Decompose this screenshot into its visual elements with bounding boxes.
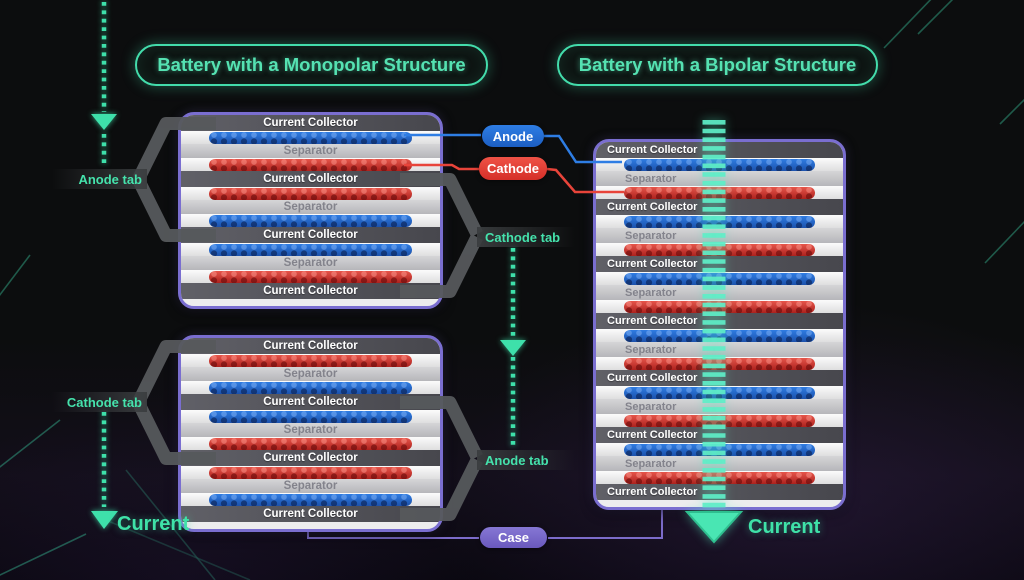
separator-band: Separator <box>596 342 843 357</box>
anode-electrode-row <box>181 410 440 423</box>
separator-band: Separator <box>181 423 440 437</box>
cathode-electrode <box>209 270 412 283</box>
cathode-electrode-row <box>596 186 843 199</box>
anode-tab-label-right: Anode tab <box>477 450 575 470</box>
cathode-electrode <box>624 243 815 256</box>
separator-band: Separator <box>181 367 440 381</box>
cathode-electrode-row <box>596 300 843 313</box>
current-arrow-top-icon <box>91 114 117 130</box>
current-collector-band: Current Collector <box>596 370 843 386</box>
separator-band: Separator <box>181 479 440 493</box>
cathode-electrode <box>209 187 412 200</box>
cathode-electrode-row <box>181 466 440 479</box>
anode-electrode-row <box>596 329 843 342</box>
anode-electrode-row <box>596 386 843 399</box>
cathode-electrode <box>209 466 412 479</box>
current-collector-band: Current Collector <box>181 450 440 466</box>
anode-electrode <box>624 158 815 171</box>
cathode-electrode-row <box>596 471 843 484</box>
current-collector-band: Current Collector <box>181 171 440 187</box>
cathode-badge: Cathode <box>479 157 547 180</box>
anode-electrode <box>209 243 412 256</box>
separator-band: Separator <box>596 456 843 471</box>
cathode-electrode <box>209 158 412 171</box>
anode-electrode <box>209 493 412 506</box>
anode-electrode <box>209 410 412 423</box>
separator-band: Separator <box>181 144 440 158</box>
anode-tab-label-left: Anode tab <box>52 169 147 189</box>
cathode-electrode <box>624 186 815 199</box>
cathode-electrode-row <box>181 270 440 283</box>
cathode-electrode-row <box>181 437 440 450</box>
anode-electrode <box>624 272 815 285</box>
anode-electrode-row <box>181 493 440 506</box>
separator-band: Separator <box>181 200 440 214</box>
cathode-tab-label-right: Cathode tab <box>477 227 575 247</box>
cathode-electrode <box>624 471 815 484</box>
anode-electrode <box>624 215 815 228</box>
cathode-electrode-row <box>181 158 440 171</box>
current-collector-band: Current Collector <box>596 313 843 329</box>
separator-band: Separator <box>596 399 843 414</box>
bipolar-current-arrowhead-icon <box>684 511 744 544</box>
current-collector-band: Current Collector <box>596 256 843 272</box>
current-collector-band: Current Collector <box>596 427 843 443</box>
anode-badge: Anode <box>482 125 544 147</box>
cathode-electrode-row <box>596 357 843 370</box>
current-arrow-bottom-icon <box>91 511 118 529</box>
cathode-electrode <box>624 357 815 370</box>
current-collector-band: Current Collector <box>596 484 843 500</box>
anode-electrode-row <box>596 272 843 285</box>
anode-electrode <box>624 329 815 342</box>
current-collector-band: Current Collector <box>181 338 440 354</box>
cathode-tab-label-left: Cathode tab <box>52 392 147 412</box>
current-collector-band: Current Collector <box>181 227 440 243</box>
anode-electrode <box>209 131 412 144</box>
anode-electrode-row <box>181 381 440 394</box>
cathode-electrode <box>209 437 412 450</box>
separator-band: Separator <box>596 285 843 300</box>
cathode-electrode-row <box>181 187 440 200</box>
current-label-monopolar: Current <box>117 513 190 535</box>
anode-electrode-row <box>181 214 440 227</box>
cathode-electrode <box>624 300 815 313</box>
current-arrow-middle-icon <box>500 340 526 356</box>
anode-electrode <box>624 386 815 399</box>
separator-band: Separator <box>596 228 843 243</box>
anode-electrode-row <box>596 443 843 456</box>
current-collector-band: Current Collector <box>181 394 440 410</box>
anode-electrode-row <box>596 215 843 228</box>
anode-electrode <box>624 443 815 456</box>
current-collector-band: Current Collector <box>596 142 843 158</box>
current-label-bipolar: Current <box>748 516 821 538</box>
bipolar-title: Battery with a Bipolar Structure <box>557 44 878 86</box>
cathode-electrode <box>209 354 412 367</box>
cathode-electrode-row <box>596 243 843 256</box>
current-collector-band: Current Collector <box>596 199 843 215</box>
current-collector-band: Current Collector <box>181 115 440 131</box>
cathode-electrode-row <box>596 414 843 427</box>
anode-electrode-row <box>181 131 440 144</box>
current-collector-band: Current Collector <box>181 283 440 299</box>
cathode-electrode-row <box>181 354 440 367</box>
separator-band: Separator <box>181 256 440 270</box>
monopolar-title: Battery with a Monopolar Structure <box>135 44 488 86</box>
anode-electrode-row <box>596 158 843 171</box>
separator-band: Separator <box>596 171 843 186</box>
anode-electrode <box>209 214 412 227</box>
anode-electrode <box>209 381 412 394</box>
cathode-electrode <box>624 414 815 427</box>
current-collector-band: Current Collector <box>181 506 440 522</box>
anode-electrode-row <box>181 243 440 256</box>
case-badge: Case <box>480 527 547 548</box>
